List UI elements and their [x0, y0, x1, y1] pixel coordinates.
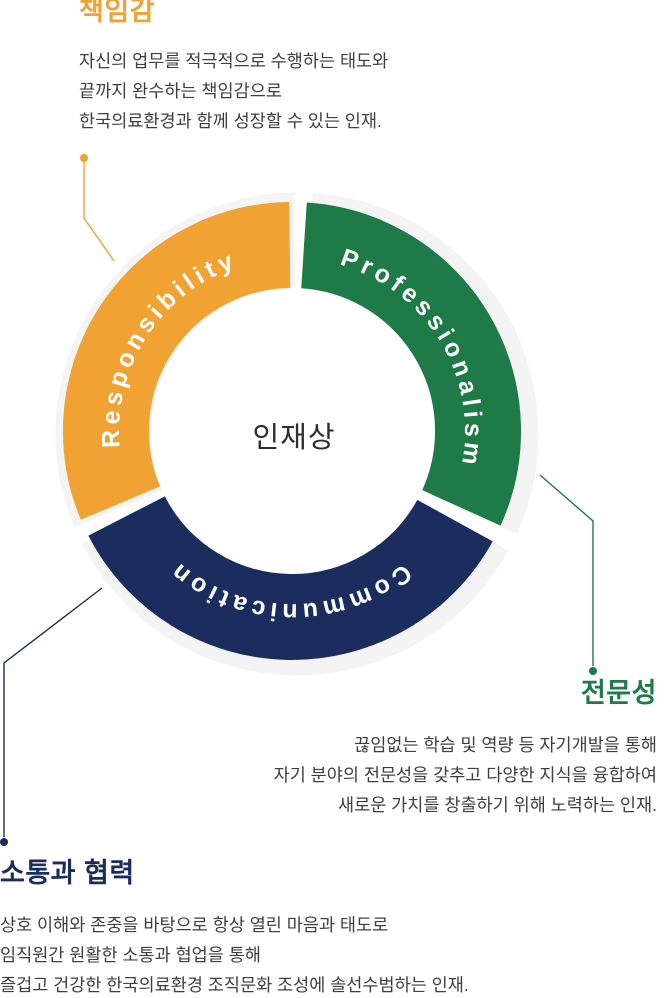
- communication-desc-line-2: 임직원간 원활한 소통과 협업을 통해: [0, 945, 261, 965]
- responsibility-arc: [62, 202, 292, 520]
- communication-title: 소통과 협력: [0, 858, 135, 888]
- donut-center-label: 인재상: [252, 422, 336, 454]
- communication-leader-line: [3, 587, 103, 837]
- communication-desc-line-3: 즐겁고 건강한 한국의료환경 조직문화 조성에 솔선수범하는 인재.: [0, 975, 469, 995]
- responsibility-section: 책임감 자신의 업무를 적극적으로 수행하는 태도와 끝까지 완수하는 책임감으…: [79, 0, 388, 136]
- responsibility-leader-line: [83, 162, 115, 262]
- responsibility-title: 책임감: [79, 0, 156, 26]
- responsibility-desc-line-2: 끝까지 완수하는 책임감으로: [79, 81, 282, 101]
- professionalism-leader-dot: [589, 667, 597, 675]
- communication-section: 소통과 협력 상호 이해와 존중을 바탕으로 항상 열린 마음과 태도로 임직원…: [0, 856, 469, 998]
- professionalism-section: 전문성 끊임없는 학습 및 역량 등 자기개발을 통해 자기 분야의 전문성을 …: [274, 676, 657, 820]
- responsibility-desc-line-3: 한국의료환경과 함께 성장할 수 있는 인재.: [79, 111, 382, 131]
- professionalism-arc: [300, 202, 522, 526]
- communication-arc: [88, 495, 493, 660]
- responsibility-leader-dot: [80, 154, 88, 162]
- communication-leader-dot: [0, 838, 8, 846]
- professionalism-desc-line-2: 자기 분야의 전문성을 갖추고 다양한 지식을 융합하여: [273, 765, 657, 785]
- professionalism-desc-line-3: 새로운 가치를 창출하기 위해 노력하는 인재.: [338, 795, 657, 815]
- professionalism-desc-line-1: 끊임없는 학습 및 역량 등 자기개발을 통해: [354, 735, 657, 755]
- responsibility-desc-line-1: 자신의 업무를 적극적으로 수행하는 태도와: [79, 51, 389, 71]
- professionalism-title: 전문성: [580, 678, 657, 708]
- professionalism-leader-line: [539, 474, 594, 666]
- communication-desc-line-1: 상호 이해와 존중을 바탕으로 항상 열린 마음과 태도로: [0, 915, 389, 935]
